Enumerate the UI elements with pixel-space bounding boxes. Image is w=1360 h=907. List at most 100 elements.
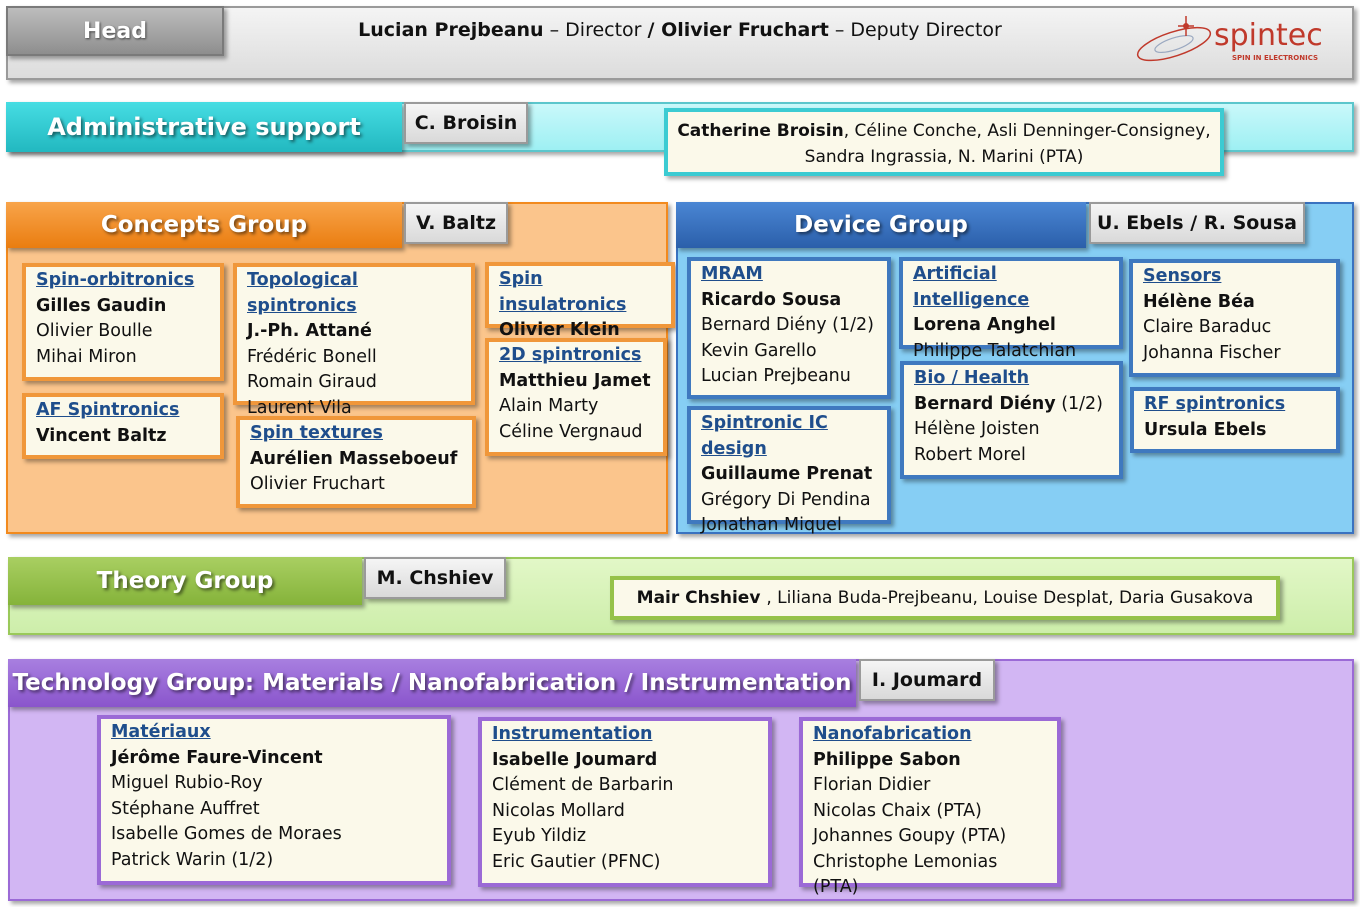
head-people: Lucian Prejbeanu – Director / Olivier Fr… — [230, 16, 1130, 46]
device-label: Device Group — [676, 202, 1086, 248]
team-member: Robert Morel — [914, 444, 1026, 465]
team-member: Stéphane Auffret — [111, 798, 260, 819]
team-lead: Ricardo Sousa — [701, 289, 842, 310]
team-member: Mihai Miron — [36, 346, 137, 367]
concepts-label: Concepts Group — [6, 202, 402, 248]
team-member: Grégory Di Pendina — [701, 489, 871, 510]
admin-members-line2: Sandra Ingrassia, N. Marini (PTA) — [804, 147, 1084, 167]
admin-members-line1: , Céline Conche, Asli Denninger-Consigne… — [843, 121, 1211, 141]
team-nanofabrication: Nanofabrication Philippe Sabon Florian D… — [799, 717, 1061, 897]
team-sensors: Sensors Hélène Béa Claire Baraduc Johann… — [1129, 259, 1340, 377]
deputy-role: – Deputy Director — [828, 19, 1002, 41]
team-member: Romain Giraud — [247, 372, 377, 392]
admin-leader: C. Broisin — [404, 102, 528, 144]
team-2d-spintronics: 2D spintronics Matthieu Jamet Alain Mart… — [485, 338, 667, 456]
head-separator: / — [647, 19, 662, 41]
team-member: Philippe Talatchian — [913, 340, 1077, 361]
team-title: Bio / Health — [914, 368, 1030, 388]
team-spin-insulatronics: Spin insulatronics Olivier Klein — [485, 262, 675, 340]
team-lead-name: Bernard Diény — [914, 393, 1056, 414]
team-lead: Gilles Gaudin — [36, 295, 167, 316]
theory-members-list: , Liliana Buda-Prejbeanu, Louise Desplat… — [766, 588, 1254, 608]
team-instrumentation: Instrumentation Isabelle Joumard Clément… — [478, 717, 772, 887]
team-member: Eyub Yildiz — [492, 826, 587, 846]
logo-subtext: SPIN IN ELECTRONICS — [1232, 54, 1319, 62]
head-band — [6, 6, 1354, 80]
team-lead: Philippe Sabon — [813, 749, 961, 770]
team-mram: MRAM Ricardo Sousa Bernard Diény (1/2) K… — [687, 257, 891, 399]
team-af-spintronics: AF Spintronics Vincent Baltz — [22, 393, 224, 459]
team-lead: Vincent Baltz — [36, 425, 167, 446]
team-member: Johannes Goupy (PTA) — [813, 826, 1007, 846]
admin-label: Administrative support — [6, 102, 402, 152]
team-member: Florian Didier — [813, 775, 931, 795]
team-spin-orbitronics: Spin-orbitronics Gilles Gaudin Olivier B… — [22, 263, 224, 381]
team-member: Alain Marty — [499, 396, 599, 416]
team-member: Claire Baraduc — [1143, 317, 1272, 337]
director-name: Lucian Prejbeanu — [358, 19, 544, 41]
team-lead: Ursula Ebels — [1144, 419, 1267, 440]
team-member: Bernard Diény (1/2) — [701, 315, 874, 335]
team-member: Christophe Lemonias (PTA) — [813, 851, 998, 898]
team-materiaux: Matériaux Jérôme Faure-Vincent Miguel Ru… — [97, 715, 451, 885]
theory-lead-member: Mair Chshiev — [636, 588, 767, 608]
team-title: Sensors — [1143, 266, 1222, 286]
concepts-leader: V. Baltz — [404, 202, 508, 244]
device-leader: U. Ebels / R. Sousa — [1089, 202, 1305, 244]
team-member: Lucian Prejbeanu — [701, 366, 851, 386]
team-lead: Aurélien Masseboeuf — [250, 448, 458, 469]
team-rf-spintronics: RF spintronics Ursula Ebels — [1130, 387, 1340, 453]
technology-leader: I. Joumard — [859, 659, 995, 701]
team-title: RF spintronics — [1144, 394, 1286, 414]
team-lead: Bernard Diény (1/2) — [914, 392, 1109, 418]
logo-orbit-icon — [1136, 16, 1212, 62]
team-artificial-intelligence: Artificial Intelligence Lorena Anghel Ph… — [899, 257, 1123, 361]
team-member: Patrick Warin (1/2) — [111, 849, 274, 870]
team-lead: J.-Ph. Attané — [247, 321, 372, 341]
team-member: Miguel Rubio-Roy — [111, 773, 263, 793]
team-member: Nicolas Chaix (PTA) — [813, 800, 982, 821]
team-member: Johanna Fischer — [1143, 342, 1281, 363]
team-member: Olivier Fruchart — [250, 474, 385, 494]
team-title: Spintronic IC design — [701, 413, 828, 459]
team-title: Nanofabrication — [813, 724, 972, 744]
technology-label: Technology Group: Materials / Nanofabric… — [8, 659, 856, 707]
team-member: Isabelle Gomes de Moraes — [111, 824, 342, 844]
admin-members: Catherine Broisin, Céline Conche, Asli D… — [664, 108, 1224, 176]
team-title: Matériaux — [111, 722, 211, 742]
team-lead: Matthieu Jamet — [499, 370, 651, 391]
team-title: Spin textures — [250, 423, 383, 443]
team-lead: Hélène Béa — [1143, 291, 1255, 312]
team-lead: Olivier Klein — [499, 320, 620, 340]
team-title: Artificial Intelligence — [913, 264, 1030, 310]
head-label: Head — [6, 6, 224, 56]
team-member: Nicolas Mollard — [492, 800, 625, 821]
team-member: Hélène Joisten — [914, 419, 1040, 439]
team-member: Jonathan Miquel — [701, 515, 842, 535]
team-spintronic-ic-design: Spintronic IC design Guillaume Prenat Gr… — [687, 406, 891, 535]
logo-text: spintec — [1214, 18, 1323, 53]
team-topological-spintronics: Topological spintronics J.-Ph. Attané Fr… — [233, 263, 475, 418]
team-member: Frédéric Bonell — [247, 346, 377, 367]
team-member: Olivier Boulle — [36, 321, 153, 341]
spintec-logo: spintec SPIN IN ELECTRONICS — [1134, 14, 1334, 70]
team-member: Laurent Vila — [247, 397, 352, 418]
team-title: MRAM — [701, 264, 763, 284]
director-role: – Director — [543, 19, 648, 41]
team-member: Eric Gautier (PFNC) — [492, 851, 661, 872]
theory-leader: M. Chshiev — [364, 557, 506, 599]
team-title: 2D spintronics — [499, 345, 642, 365]
theory-label: Theory Group — [8, 557, 362, 605]
team-title: Spin insulatronics — [499, 269, 627, 315]
team-bio-health: Bio / Health Bernard Diény (1/2) Hélène … — [900, 361, 1123, 479]
admin-lead-member: Catherine Broisin — [677, 121, 844, 141]
theory-members: Mair Chshiev , Liliana Buda-Prejbeanu, L… — [610, 576, 1280, 620]
team-title: Topological spintronics — [247, 270, 358, 316]
team-member: Céline Vergnaud — [499, 421, 643, 442]
deputy-name: Olivier Fruchart — [661, 19, 829, 41]
team-lead: Isabelle Joumard — [492, 749, 658, 770]
team-member: Kevin Garello — [701, 340, 817, 361]
team-title: AF Spintronics — [36, 400, 180, 420]
team-title: Spin-orbitronics — [36, 270, 195, 290]
team-spin-textures: Spin textures Aurélien Masseboeuf Olivie… — [236, 416, 476, 508]
